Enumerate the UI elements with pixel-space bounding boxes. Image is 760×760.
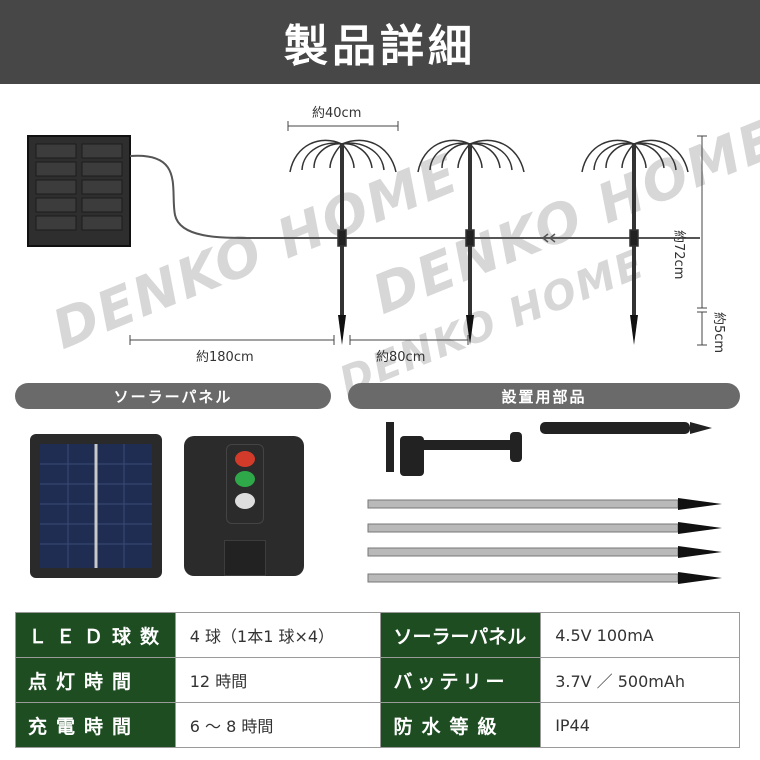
section-installation-parts: 設置用部品 (348, 383, 740, 409)
spec-value: 4 球（1本1 球×4） (174, 612, 382, 658)
width-dimension-label: 約40cm (312, 106, 362, 121)
spec-label: バッテリー (380, 657, 542, 703)
spec-value: IP44 (540, 702, 740, 748)
spec-table: ＬＥＤ球数 4 球（1本1 球×4） ソーラーパネル 4.5V 100mA 点灯… (15, 612, 740, 748)
pole-4 (367, 572, 722, 584)
solar-panel-front (30, 434, 162, 578)
spec-value: 4.5V 100mA (540, 612, 740, 658)
on-off-button[interactable] (235, 451, 255, 467)
table-row: ＬＥＤ球数 4 球（1本1 球×4） ソーラーパネル 4.5V 100mA (15, 612, 740, 658)
control-box (226, 444, 264, 524)
product-diagram (27, 121, 707, 346)
pole-3 (367, 546, 722, 558)
spec-label: 点灯時間 (15, 657, 176, 703)
back-bracket (224, 540, 266, 576)
spec-label: 充電時間 (15, 702, 176, 748)
spec-label: 防水等級 (380, 702, 542, 748)
page-title: 製品詳細 (284, 21, 476, 72)
section-solar-panel: ソーラーパネル (15, 383, 331, 409)
spec-label: ＬＥＤ球数 (15, 612, 176, 658)
spec-value: 6 〜 8 時間 (174, 702, 382, 748)
lamp-1 (289, 139, 397, 315)
solar-panel-back (184, 436, 304, 576)
mode-button[interactable] (235, 471, 255, 487)
installation-parts (367, 422, 722, 584)
height-dimension-label: 約72cm (671, 230, 686, 280)
title-bar: 製品詳細 (0, 0, 760, 84)
table-row: 点灯時間 12 時間 バッテリー 3.7V ／ 500mAh (15, 657, 740, 703)
spec-value: 12 時間 (174, 657, 382, 703)
pole-1 (367, 498, 722, 510)
table-row: 充電時間 6 〜 8 時間 防水等級 IP44 (15, 702, 740, 748)
cable (129, 154, 700, 239)
solar-panel-diagram (27, 135, 131, 247)
cable-dimension-label: 約180cm (196, 350, 254, 365)
lamp-2 (417, 139, 525, 315)
spec-label: ソーラーパネル (380, 612, 542, 658)
spike-part (540, 422, 712, 434)
pole-2 (367, 522, 722, 534)
time-off-button[interactable] (235, 493, 255, 509)
lamp-3 (581, 139, 689, 315)
spacing-dimension-label: 約80cm (376, 350, 426, 365)
stake-dimension-label: 約5cm (711, 312, 726, 354)
connector-part (386, 422, 522, 476)
spec-value: 3.7V ／ 500mAh (540, 657, 740, 703)
